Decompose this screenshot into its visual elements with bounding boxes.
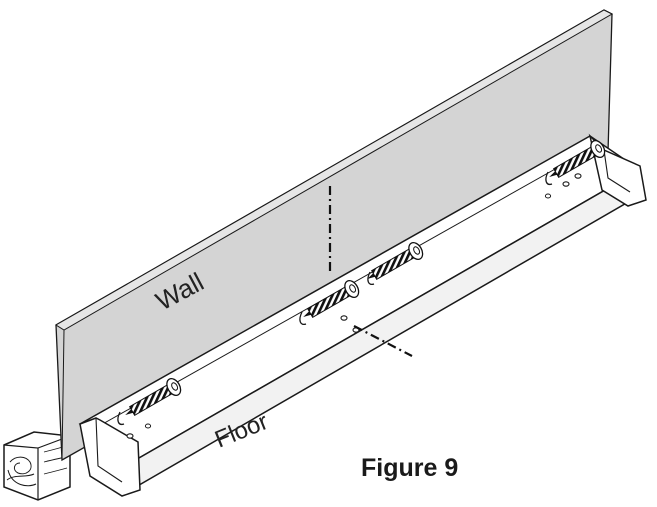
screw-icon <box>303 279 360 319</box>
figure-caption: Figure 9 <box>361 454 458 482</box>
wall-panel <box>55 9 614 462</box>
bracket-centerline <box>353 325 413 357</box>
wood-block-icon <box>3 431 71 501</box>
mounting-bracket <box>78 133 647 497</box>
screw-icon <box>125 377 182 417</box>
screw-icon <box>549 139 606 179</box>
screw-icon <box>367 241 424 281</box>
